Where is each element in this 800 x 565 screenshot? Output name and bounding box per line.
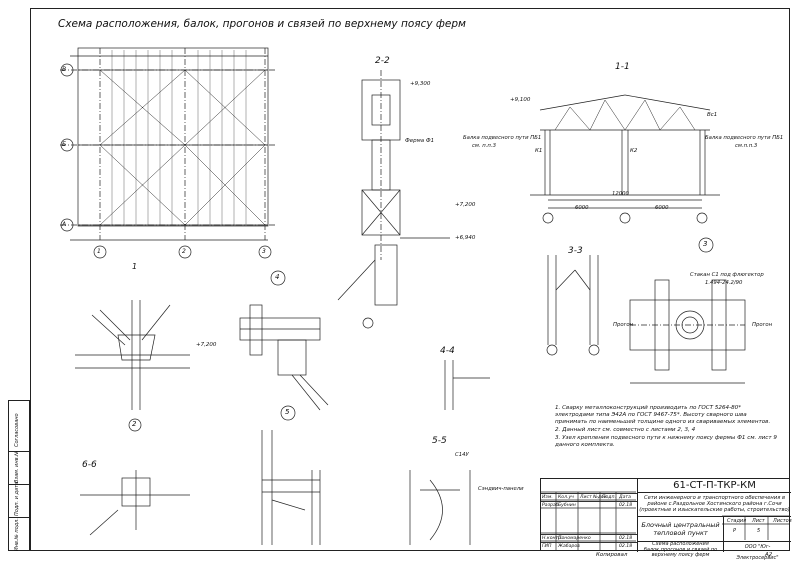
footer-copy: Копировал [596,552,628,558]
sign-row-nkontr: Н.контр. Пономаренко 02.18 [541,534,637,543]
sheet-header: Лист [752,518,765,524]
level-node1: +7,200 [196,342,217,348]
sendvich-label: Сэндвич-панели [478,486,524,492]
c14u-label: С14У [455,452,469,458]
sheet-value: 5 [757,528,761,534]
axis-1: 1 [97,248,101,255]
sign-row-dev: Разраб. Бубнин 02.18 [541,501,637,510]
dim-6000-a: 6000 [575,205,589,211]
side-text-4: Инв.№ подл. [14,518,20,551]
level-v1: +9,100 [510,97,531,103]
vs1-label: Вс1 [707,112,718,118]
beam-left-label: Балка подвесного пути ПБ1 [463,135,542,141]
doc-code: 61-СТ-П-ТКР-КМ [637,479,791,493]
sign-sign: Подп. [602,495,616,500]
section-4-4: 4-4 [440,346,455,356]
sheet-description: Схема расположения балок,прогонов и связ… [637,541,723,558]
note-3: 3. Узел крепления подвесного пути к нижн… [555,435,777,448]
signature-table: Изм. Кол.уч Лист №док Подп. Дата Разраб.… [541,493,637,552]
node-2-label: 2 [132,420,137,428]
sign-name: Жабаров [558,544,580,549]
axis-v: В [62,66,67,73]
axis-3: 3 [262,248,266,255]
stop-ref: 1.494-24.2/90 [705,280,743,286]
side-cell-3: Подп. и дата [9,481,31,518]
drawing-title: Схема расположения, балок, прогонов и св… [58,18,466,30]
note-2: 2. Данный лист см. совместно с листами 2… [555,427,696,433]
node-3-label: 3 [703,240,708,248]
k1-label: К1 [535,148,543,154]
node-5-label: 5 [285,408,290,416]
section-1-1: 1-1 [615,62,630,72]
side-text-1: Согласовано [14,413,20,447]
side-text-2: Взам. инв.№ [14,450,20,483]
general-notes: 1. Сварку металлоконструкций производить… [555,405,780,450]
sheets-header: Листов [773,518,792,524]
section-6-6: 6-6 [82,460,97,470]
beam-left-ref: см. п.п.3 [472,143,496,149]
sign-row-header: Изм. Кол.уч Лист №док Подп. Дата [541,493,637,502]
note-1: 1. Сварку металлоконструкций производить… [555,405,771,425]
axis-2: 2 [182,248,186,255]
sign-date: Дата [619,495,631,500]
node-4-label: 4 [275,273,280,281]
section-2-2: 2-2 [375,56,390,66]
footer-format: А2 [765,552,773,558]
side-text-3: Подп. и дата [14,481,20,516]
stage-value: Р [733,528,737,534]
sign-role: Изм. [542,495,553,500]
beam-right-label: Балка подвесного пути ПБ1 [705,135,784,141]
stage-header: Стадия [727,518,747,524]
sign-doc: Лист №док [580,495,607,500]
sign-date: 02.18 [619,544,633,549]
side-cell-1: Согласовано [9,401,31,451]
section-5-5: 5-5 [432,436,447,446]
level-mid: +7,200 [455,202,476,208]
drawing-frame [30,8,790,551]
sign-date: 02.18 [619,536,633,541]
axis-b: Б [62,141,67,148]
sign-name: Пономаренко [558,536,591,541]
sign-name: Кол.уч [558,495,574,500]
stop-label: Стакан С1 под флюгектор [690,272,764,278]
stage-block: Стадия Лист Листов Р 5 [723,517,792,541]
dim-6000-b: 6000 [655,205,669,211]
k2-label: К2 [630,148,638,154]
plan-outline [77,47,269,227]
sign-date: 02.18 [619,503,633,508]
sign-role: Н.контр. [542,536,563,541]
node-1-label: 1 [132,262,138,271]
sign-role: Разраб. [542,503,561,508]
dim-12000: 12000 [612,191,629,197]
company-name: ООО "Юг-Электросервис" [723,541,791,561]
axis-a: А [62,221,67,228]
progon-label-right: Прогон [752,322,773,328]
side-cell-4: Инв.№ подл. [9,517,31,553]
sign-row-gip: ГИП Жабаров 02.18 [541,542,637,551]
object-name: Блочный центральный тепловой пункт [637,517,723,541]
sign-name: Бубнин [558,503,576,508]
beam-right-ref: см.п.п.3 [735,143,758,149]
sign-role: ГИП [542,544,552,549]
side-cell-2: Взам. инв.№ [9,451,31,485]
level-top: +9,300 [410,81,431,87]
truss-label: Ферма Ф1 [405,138,435,144]
level-beam: +6,940 [455,235,476,241]
title-block: 61-СТ-П-ТКР-КМ Сети инженерного и трансп… [540,478,792,561]
section-3-3: 3-3 [568,246,583,256]
progon-label-left: Прогон [613,322,634,328]
side-stamp: Согласовано Взам. инв.№ Подп. и дата Инв… [8,400,31,553]
project-name: Сети инженерного и транспортного обеспеч… [637,493,791,517]
